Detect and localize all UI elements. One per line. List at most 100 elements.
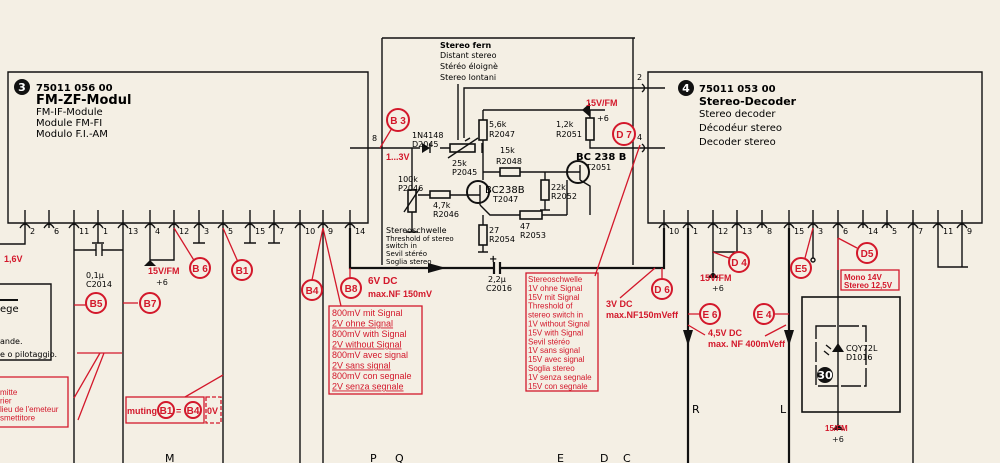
component-label: T2051 (585, 163, 611, 172)
pin-socket (117, 210, 129, 229)
pin-label: 15 (794, 227, 804, 236)
led-module-number: 30 (817, 369, 833, 382)
annotation-text: 15V/FM (586, 98, 618, 108)
annotation-text: max. NF 400mVeff (708, 339, 786, 349)
annotation-text: 800mV with Signal (332, 329, 407, 339)
pin-label: 9 (967, 227, 972, 236)
annotation-text: 15V avec signal (528, 355, 585, 364)
pin-label: 14 (355, 227, 365, 236)
pin-socket (317, 210, 329, 229)
marker-label: B8 (345, 284, 358, 295)
pin-socket (68, 210, 80, 229)
component-label: D1016 (846, 353, 873, 362)
component-label: 25k (452, 159, 467, 168)
annotation-text: 2V sans signal (332, 361, 391, 371)
annotation-text: 2V senza segnale (332, 382, 404, 392)
pin-socket (857, 210, 869, 229)
pin-label: 10 (305, 227, 315, 236)
pin-socket (268, 210, 280, 229)
annotation-text: 4,5V DC (708, 328, 743, 338)
pin-socket (682, 210, 694, 229)
module-stereo-decoder: 4 75011 053 00 Stereo-Decoder Stereo dec… (637, 71, 983, 236)
component-label: switch in (386, 242, 417, 250)
annotation-text: 15V/FM (700, 273, 732, 283)
module-number-badge (14, 79, 30, 95)
pin-socket (881, 210, 893, 229)
annotation-text: +6 (156, 278, 168, 287)
pin-label: 13 (742, 227, 752, 236)
r2047-resistor (478, 119, 488, 141)
grid-letter: M (165, 452, 175, 463)
annotation-text: 800mV avec signal (332, 350, 408, 360)
marker-label: B1 (236, 266, 249, 277)
pin-socket (783, 210, 795, 229)
pin-label: 8 (767, 227, 772, 236)
marker-d5: D5 (856, 242, 878, 264)
marker-b5: B5 (85, 292, 107, 314)
component-label: 2,2µ (488, 275, 506, 284)
marker-label: E 6 (702, 310, 717, 321)
pin-label: 3 (818, 227, 823, 236)
annotation-text: Soglia stereo (528, 364, 575, 373)
stereo-distant-label: Stereo lontani (440, 73, 496, 82)
light-rays-icon (823, 344, 832, 356)
pin-socket (43, 210, 55, 229)
component-label: P2046 (398, 184, 423, 193)
marker-label: D5 (861, 249, 874, 260)
leader-line (173, 227, 196, 263)
pin-label: 3 (204, 227, 209, 236)
partial-text: e o pilotaggio. (0, 350, 57, 359)
pin-label: 6 (843, 227, 848, 236)
annotation-text: lieu de l'emeteur (0, 405, 59, 414)
pin-label: 10 (669, 227, 679, 236)
leader-line (222, 227, 239, 263)
muting-box (125, 396, 205, 424)
annotation-text: 15/FM (825, 424, 848, 433)
component-label: R2051 (556, 130, 582, 139)
pin-label: 8 (372, 134, 377, 143)
partial-text: ege (0, 304, 19, 315)
annotation-text: Threshold of (528, 302, 573, 311)
transistor-t2051 (566, 160, 590, 184)
component-label: 27 (489, 226, 499, 235)
pin-socket (168, 210, 180, 229)
annotation-text: 1V senza segnale (528, 373, 592, 382)
annotation-text: 15V con segnale (528, 382, 588, 391)
annotation-text: max.NF 150mV (368, 289, 432, 299)
marker-d4: D 4 (728, 251, 750, 273)
annotation-text: rier (0, 397, 12, 406)
annotation-text: 1V sans signal (528, 346, 580, 355)
marker-label: B7 (144, 299, 157, 310)
marker-label: B1 (160, 406, 173, 417)
component-label: P2045 (452, 168, 477, 177)
leader-line (712, 251, 730, 259)
module-number: 3 (18, 81, 26, 94)
module-subtitle: Module FM-FI (36, 118, 102, 129)
pin-socket (807, 210, 819, 229)
marker-e5: E5 (790, 257, 812, 279)
marker-b6: B 6 (189, 257, 211, 279)
pin-socket (907, 210, 919, 229)
marker-label: B 3 (390, 116, 406, 127)
component-label: R2053 (520, 231, 546, 240)
leader-line (594, 144, 641, 277)
pin-label: 11 (79, 227, 89, 236)
annotation-text: Stereoschwelle (528, 275, 583, 284)
annotation-text: Stereo 12,5V (844, 281, 893, 290)
partial-text: ande. (0, 337, 23, 346)
pin-socket (244, 210, 256, 229)
marker-d7: D 7 (612, 122, 636, 146)
marker-b4: B4 (184, 401, 202, 419)
pin-label: 7 (918, 227, 923, 236)
marker-d6: D 6 (651, 278, 673, 300)
transistor-t2047 (466, 180, 490, 204)
component-label: Threshold of stereo (385, 235, 454, 243)
component-label: 4,7k (433, 201, 451, 210)
annotation-text: 800mV mit Signal (332, 308, 403, 318)
part-number: 75011 056 00 (36, 83, 113, 94)
leader-line (322, 227, 342, 307)
grid-letter: D (600, 452, 608, 463)
pin-label: 9 (328, 227, 333, 236)
